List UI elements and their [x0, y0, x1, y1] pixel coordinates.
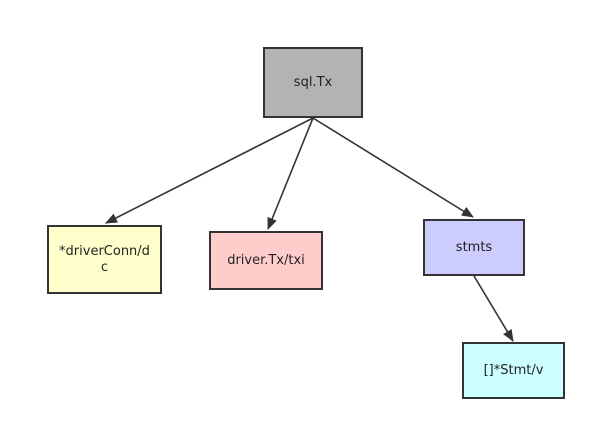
- node-sql-tx[interactable]: sql.Tx: [263, 47, 363, 118]
- node-stmts[interactable]: stmts: [423, 219, 525, 276]
- node-driver-conn-label: *driverConn/dc: [59, 243, 150, 275]
- node-sql-tx-label: sql.Tx: [293, 74, 333, 90]
- edge-sqltx-to-driverconn: [105, 117, 314, 224]
- node-stmt-v[interactable]: []*Stmt/v: [462, 342, 565, 399]
- node-driver-tx-label: driver.Tx/txi: [227, 252, 305, 268]
- node-stmts-label: stmts: [455, 239, 493, 255]
- edge-stmts-to-stmtv: [473, 275, 514, 342]
- node-stmt-v-label: []*Stmt/v: [483, 362, 544, 378]
- edge-sqltx-to-stmts: [312, 117, 474, 218]
- node-driver-conn[interactable]: *driverConn/dc: [47, 225, 162, 294]
- node-driver-tx[interactable]: driver.Tx/txi: [209, 231, 323, 290]
- edge-sqltx-to-drivertx: [267, 117, 314, 230]
